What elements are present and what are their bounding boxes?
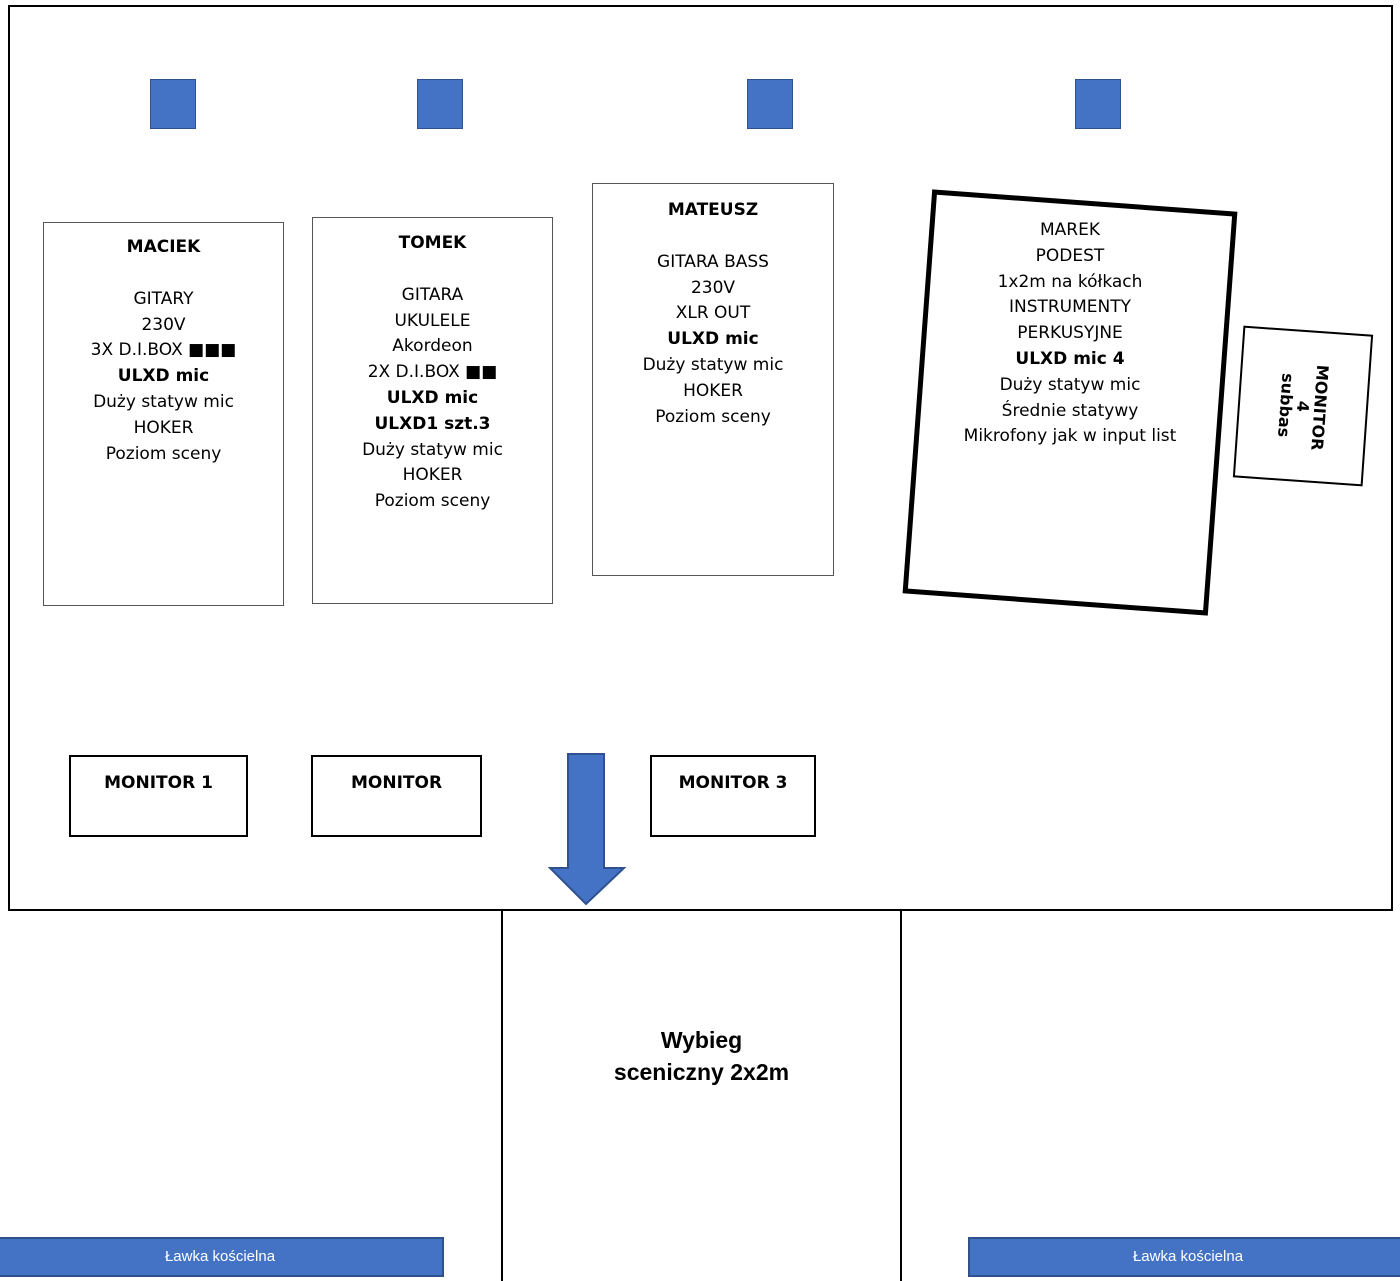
monitor-4-subbas: MONITOR 4 subbas [1232,325,1374,487]
player-name: MACIEK [126,237,201,257]
monitor-label: MONITOR 3 [678,773,788,793]
player-line: XLR OUT [675,303,751,324]
monitor-1: MONITOR 1 [69,755,248,837]
player-line: Duży statyw mic [362,439,503,460]
player-line: 230V [141,314,186,335]
player-line: GITARA BASS [657,251,769,272]
monitor-4-label: MONITOR 4 subbas [1274,361,1332,451]
monitor-label: MONITOR 1 [104,773,213,793]
bench-right: Ławka kościelna [968,1237,1400,1277]
speaker-3 [747,79,793,129]
player-line: ULXD mic [667,329,759,350]
drum-line: ULXD mic 4 [1015,348,1125,369]
player-line: 230V [690,277,736,298]
player-box-mateusz: MATEUSZ GITARA BASS 230V XLR OUT ULXD mi… [592,183,834,576]
drum-line: Mikrofony jak w input list [963,426,1177,447]
drum-line: Duży statyw mic [999,374,1141,395]
bench-left: Ławka kościelna [0,1237,444,1277]
bench-label: Ławka kościelna [1132,1248,1244,1265]
player-line: GITARY [133,288,194,309]
monitor-label: MONITOR [350,773,443,793]
player-line: ULXD mic [386,387,479,408]
monitor-2: MONITOR [311,755,482,837]
drum-line: INSTRUMENTY [1008,297,1132,318]
runway-label-line: Wybieg [660,1027,743,1053]
player-line: HOKER [402,465,463,486]
drum-line: MAREK [1040,220,1100,240]
down-arrow-icon [548,753,627,906]
player-line: Duży statyw mic [93,391,234,412]
player-name: MATEUSZ [667,200,759,220]
player-line: Poziom sceny [374,491,491,512]
player-box-tomek: TOMEK GITARA UKULELE Akordeon 2X D.I.BOX… [312,217,553,604]
speaker-2 [417,79,463,129]
player-box-maciek: MACIEK GITARY 230V 3X D.I.BOX ■■■ ULXD m… [43,222,284,606]
drum-line: PERKUSYJNE [1017,323,1123,344]
player-line: UKULELE [394,310,471,331]
player-line: 2X D.I.BOX ■■ [367,362,498,383]
player-line: ULXD1 szt.3 [374,413,491,434]
player-line: HOKER [133,417,194,438]
runway-label-line: sceniczny 2x2m [613,1059,790,1085]
drum-riser-text: MAREK PODEST 1x2m na kółkach INSTRUMENTY… [930,218,1210,450]
bench-label: Ławka kościelna [164,1248,276,1265]
drum-line: 1x2m na kółkach [997,271,1143,292]
player-line: ULXD mic [117,366,210,387]
player-line: Poziom sceny [655,406,771,427]
player-name: TOMEK [398,233,467,253]
speaker-1 [150,79,196,129]
drum-line: Średnie statywy [1001,400,1139,421]
player-line: GITARA [401,284,464,305]
player-line: 3X D.I.BOX ■■■ [90,340,237,361]
player-line: HOKER [683,380,743,401]
monitor-3: MONITOR 3 [650,755,816,837]
player-line: Poziom sceny [105,443,222,464]
speaker-4 [1075,79,1121,129]
player-line: Akordeon [392,336,473,357]
player-line: Duży statyw mic [642,354,784,375]
drum-line: PODEST [1035,245,1105,266]
runway-label: Wybieg sceniczny 2x2m [501,1024,902,1088]
runway [501,909,902,1281]
